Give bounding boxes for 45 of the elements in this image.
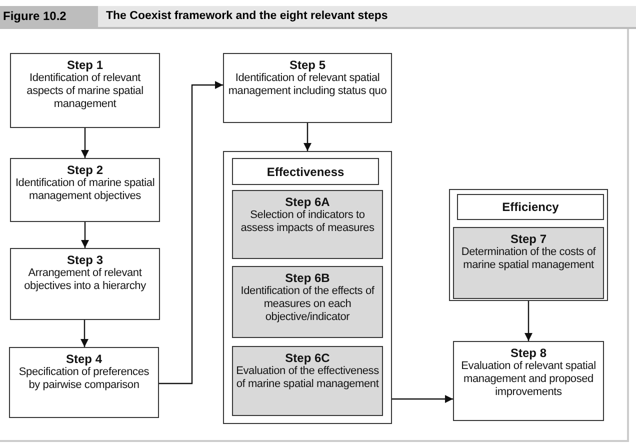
section-heading [232,158,379,185]
step-box [9,347,159,418]
step-box [232,266,383,338]
step-description: Identification of relevant aspects of marine spatial management [26,72,144,111]
step-title: Step 6B [285,271,330,285]
step-title: Step 6C [285,351,330,365]
step-box [10,158,160,222]
step-description: Selection of indicators to assess impacts of measures [240,209,376,235]
step-title: Step 3 [66,253,103,267]
arrow [524,299,532,341]
heading-text: Efficiency [502,200,559,214]
step-title: Step 8 [510,346,546,360]
step-box [223,53,392,123]
step-description: Identification of relevant spatial management including status quo [227,72,388,98]
arrow [392,395,453,403]
step-title: Step 2 [66,163,103,177]
step-title: Step 5 [289,58,326,72]
group-frame [223,151,392,424]
step-box [10,53,160,128]
step-title: Step 7 [510,232,546,246]
arrow [304,123,312,151]
step-box [232,190,383,259]
step-title: Step 6A [285,195,330,209]
arrow [81,128,89,158]
figure-number: Figure 10.2 [0,6,98,29]
group-frame [449,189,608,301]
step-description: Arrangement of relevant objectives into a hierarchy [23,267,147,293]
step-description: Evaluation of relevant spatial management and proposed improvements [460,360,597,399]
figure-title: The Coexist framework and the eight relevant steps [106,9,388,24]
step-description: Determination of the costs of marine spatial management [460,246,597,272]
step-box [10,248,160,320]
step-title: Step 4 [66,352,102,366]
arrow [159,81,223,384]
heading-text: Effectiveness [266,164,344,178]
step-description: Evaluation of the effectiveness of marine spatial management [236,365,379,391]
step-title: Step 1 [66,58,103,72]
step-description: Identification of marine spatial management objectives [14,177,156,203]
section-heading [457,194,604,220]
arrow [80,320,88,347]
step-description: Specification of preferences by pairwise comparison [18,366,150,392]
step-description: Identification of the effects of measures on each objective/indicator [240,285,376,324]
arrow [81,222,89,248]
step-box [453,341,604,421]
step-box [453,227,604,299]
step-box [232,346,383,416]
